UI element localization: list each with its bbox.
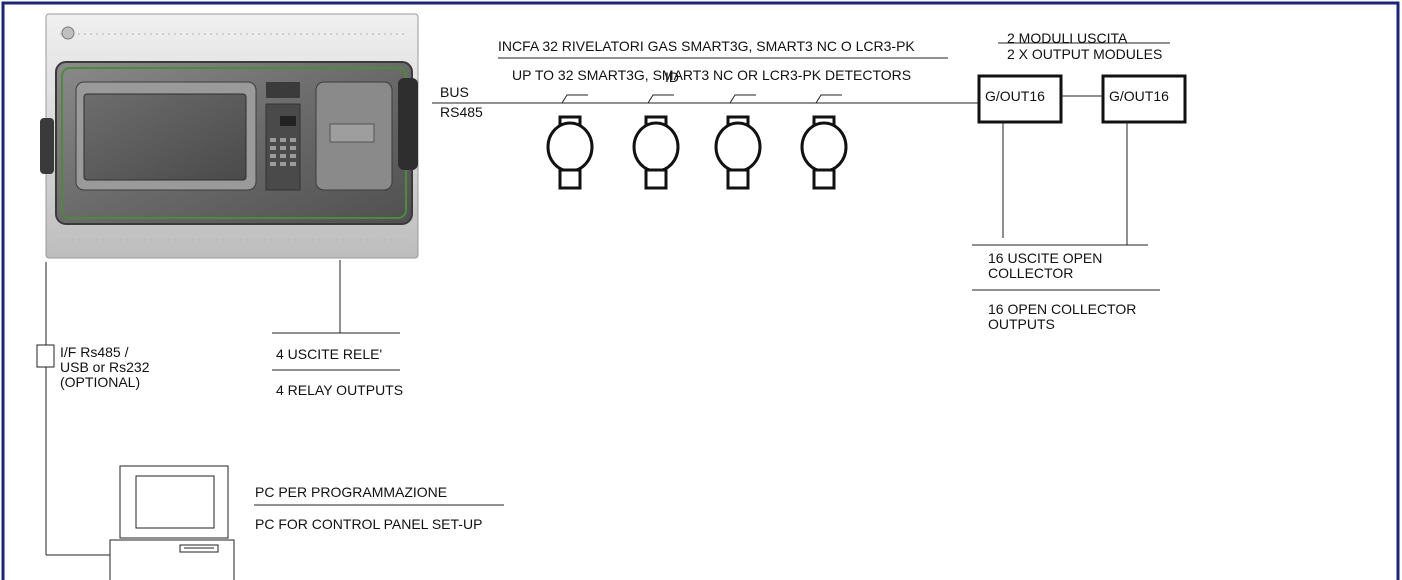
relay-label-en: 4 RELAY OUTPUTS [276,382,404,398]
detector-id-label: ID [665,69,679,85]
output-module-label-1: G/OUT16 [985,88,1045,104]
gas-detector-icon [800,94,848,190]
interface-label: I/F Rs485 / USB or Rs232 (OPTIONAL) [60,344,150,390]
open-collector-label-it: 16 USCITE OPEN COLLECTOR [988,250,1103,281]
output-module-box-2 [1101,74,1187,124]
output-module-label-2: G/OUT16 [1109,88,1169,104]
detector-group [546,94,848,190]
bus-label-2: RS485 [440,104,483,120]
detector-heading-en: UP TO 32 SMART3G, SMART3 NC OR LCR3-PK D… [512,67,912,83]
interface-box [36,344,55,368]
pc-label-en: PC FOR CONTROL PANEL SET-UP [255,516,483,532]
detector-heading-it: INCFA 32 RIVELATORI GAS SMART3G, SMART3 … [498,38,915,54]
output-module-box-1 [977,74,1063,124]
relay-label-it: 4 USCITE RELE' [276,346,383,362]
gas-detector-icon [546,94,594,190]
pc-label-it: PC PER PROGRAMMAZIONE [255,484,448,500]
output-heading-en: 2 X OUTPUT MODULES [1007,46,1163,62]
pc-icon [109,465,235,580]
gas-detector-icon [714,94,762,190]
control-panel-image [40,13,419,259]
open-collector-label-en: 16 OPEN COLLECTOR OUTPUTS [988,301,1137,332]
output-heading-it: 2 MODULI USCITA [1007,30,1128,46]
gas-detector-icon [632,94,680,190]
bus-label-1: BUS [440,84,469,100]
